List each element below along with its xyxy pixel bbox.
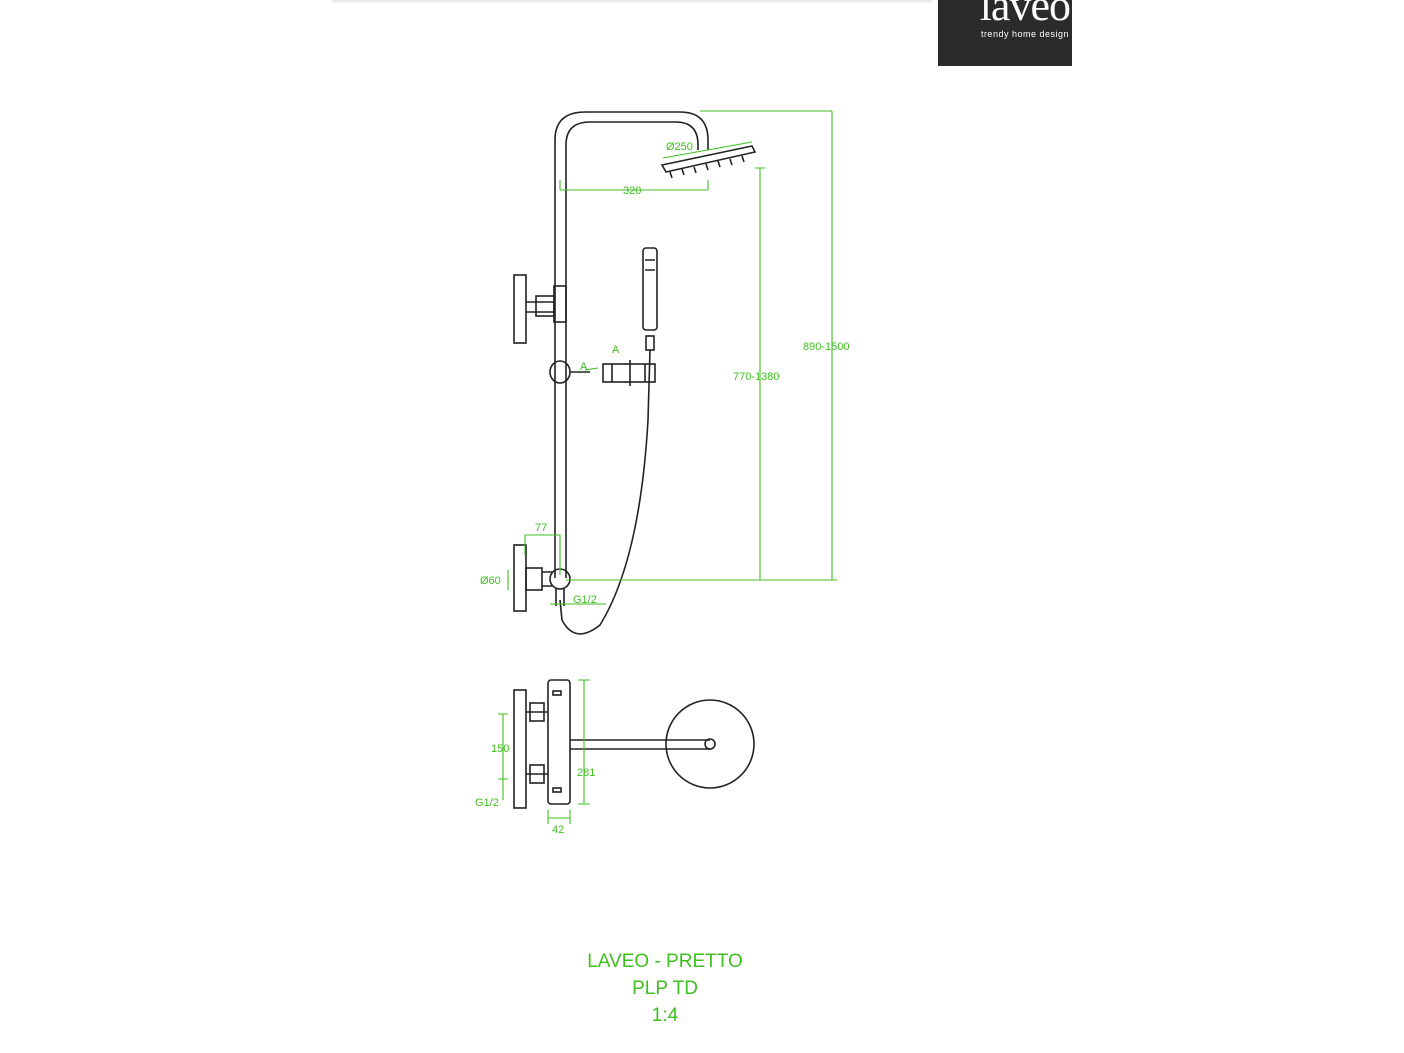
- dim-thread-front: G1/2: [573, 594, 597, 606]
- dim-inlet-spacing: 150: [491, 743, 509, 755]
- shower-head: [660, 145, 757, 173]
- top-dimension-labels: 150 G1/2 281 42: [475, 743, 595, 836]
- dim-height-to-head: 770-1380: [733, 371, 780, 383]
- upper-wall-plate: [513, 274, 527, 344]
- section-marker-detail: A: [612, 344, 620, 356]
- title-block: LAVEO - PRETTO PLP TD 1:4: [565, 948, 765, 1029]
- hand-shower: [642, 247, 658, 331]
- front-dimension-lines: [507, 110, 837, 605]
- dim-mixer-offset: 77: [535, 522, 547, 534]
- shower-hose: [559, 349, 651, 635]
- dim-mixer-length: 281: [577, 767, 595, 779]
- dim-connection-diameter: Ø60: [480, 575, 501, 587]
- front-view: [513, 111, 757, 635]
- top-shower-head: [665, 699, 755, 789]
- top-view: [513, 679, 755, 809]
- dim-head-diameter: Ø250: [666, 141, 693, 153]
- mixer-body: [547, 679, 571, 805]
- front-dimension-labels: Ø250 320 770-1380 890-1500 A A 77 Ø60 G1…: [480, 141, 850, 606]
- riser-pipe-inner: [565, 121, 699, 578]
- logo-tagline: trendy home design: [980, 29, 1069, 39]
- product-code: PLP TD: [632, 978, 698, 999]
- top-arm: [570, 739, 710, 750]
- dim-arm-reach: 320: [623, 185, 641, 197]
- top-dimension-lines: [498, 679, 590, 824]
- section-a-holder: [602, 363, 656, 383]
- dim-total-height: 890-1500: [803, 341, 850, 353]
- top-border: [332, 0, 932, 4]
- riser-pipe-outer: [554, 111, 709, 578]
- mixer-wall-plate: [513, 689, 527, 809]
- brand-logo: laveo trendy home design: [938, 0, 1072, 66]
- logo-wordmark: laveo: [979, 0, 1071, 30]
- slider-ring: [549, 360, 571, 384]
- lower-wall-plate: [513, 544, 527, 612]
- product-title: LAVEO - PRETTO: [587, 951, 743, 972]
- dim-thread-top: G1/2: [475, 797, 499, 809]
- drawing-scale: 1:4: [651, 1005, 679, 1026]
- section-marker-left: A: [580, 361, 588, 373]
- dim-mixer-depth: 42: [552, 824, 564, 836]
